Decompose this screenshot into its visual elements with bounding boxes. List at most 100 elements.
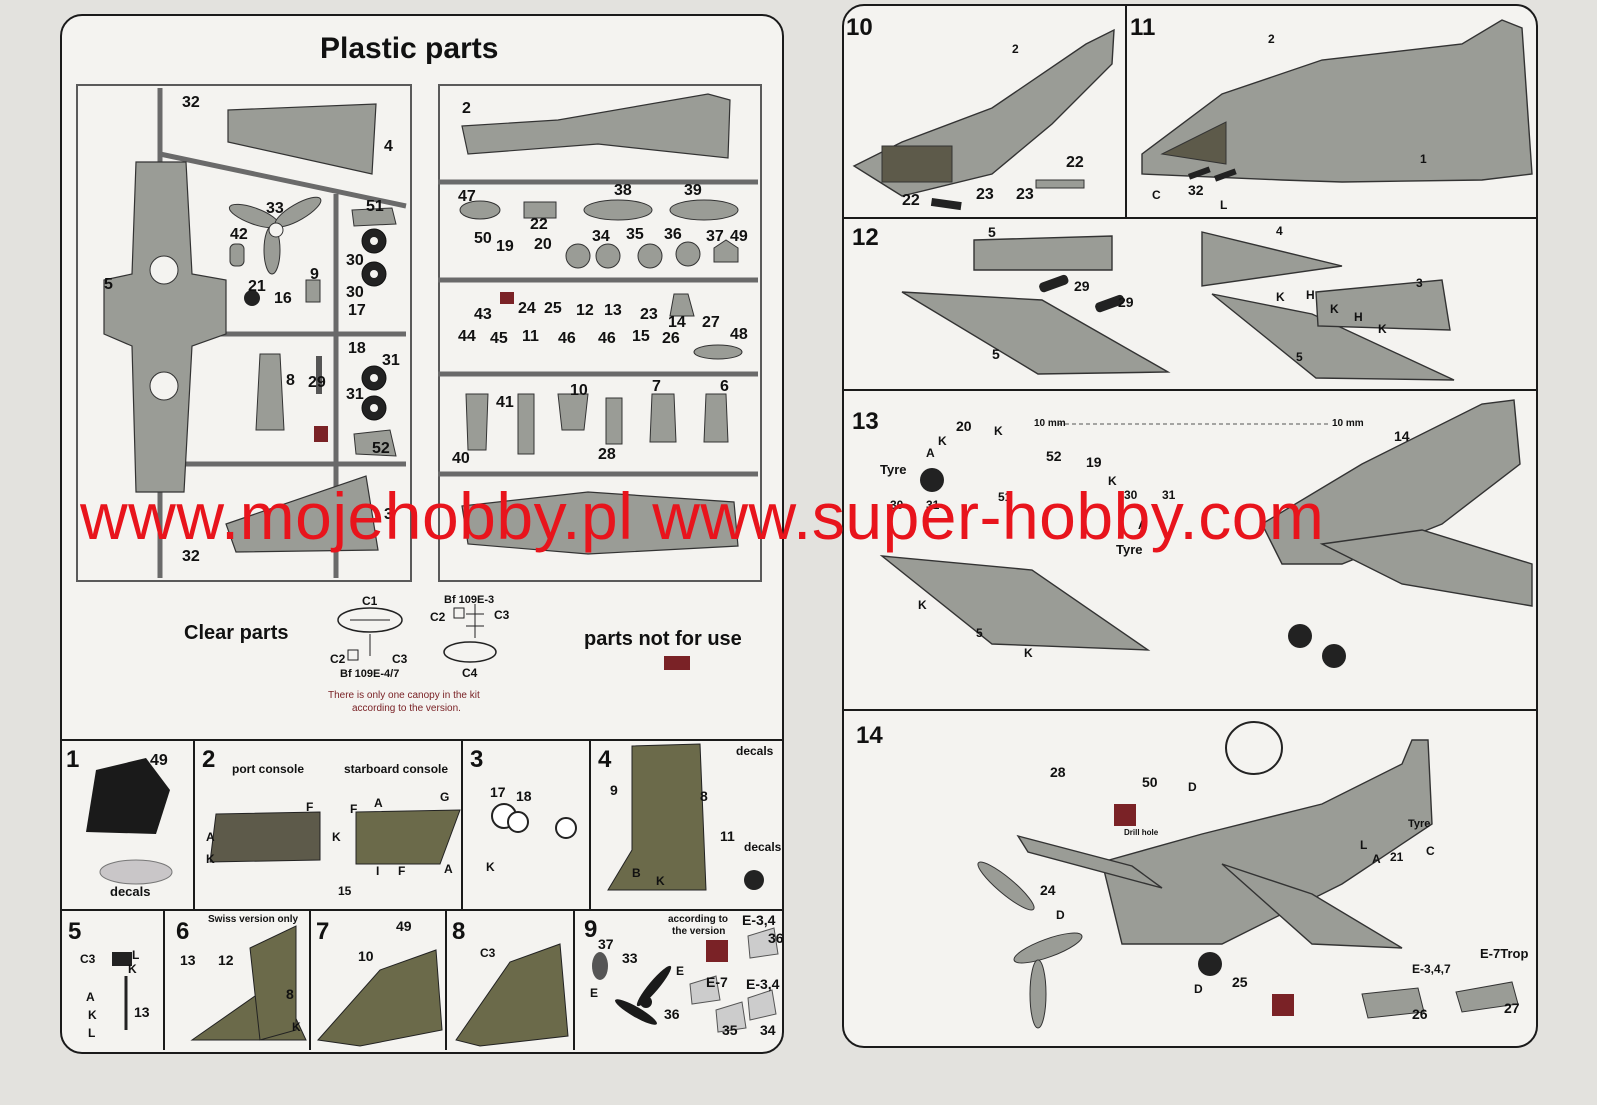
part-label: 24 [518,300,536,317]
step-label: 11 [720,828,735,844]
step-label: F [306,800,314,814]
step-label: 5 [1296,350,1303,364]
step-label: E-3,4 [742,912,776,928]
step-label: L [1220,198,1228,212]
step-label: 29 [1074,278,1090,294]
step-label: E-7 [706,974,728,990]
step-label: 28 [1050,764,1066,780]
part-label: 7 [652,378,661,395]
step-label: K [486,860,495,874]
step-label: H [1354,310,1363,324]
step-number: 2 [202,746,216,773]
step-label: F [350,802,358,816]
step-label: F [398,864,406,878]
step-number: 13 [852,408,879,435]
step-label: C [1152,188,1161,202]
step-label: 5 [988,224,996,240]
step-label: C [1426,844,1435,858]
step-label: 36 [664,1006,680,1022]
step-label: 34 [760,1022,776,1038]
step-label: L [88,1026,96,1040]
step-number: 7 [316,918,330,945]
step-label: 19 [1086,454,1102,470]
step-label: 17 [490,784,506,800]
part-label: 8 [286,372,295,389]
part-label: 3 [384,506,393,523]
step-label: E [676,964,685,978]
step-label: A [86,990,95,1004]
not-for-use-swatch [664,656,690,670]
part-label: 40 [452,450,470,467]
step-label: 21 [1390,850,1404,864]
part-label: 47 [458,188,476,205]
step-label: 8 [700,788,708,804]
part-label: 51 [366,198,384,215]
step-label: 22 [902,192,920,209]
part-label: 22 [530,216,548,233]
right-step-grid [842,4,1536,1029]
step-label: E-7Trop [1480,946,1529,961]
part-label: 17 [348,302,366,319]
step-number: 12 [852,224,879,251]
step-number: 11 [1130,14,1156,41]
step-number: 3 [470,746,484,773]
left-step-grid [60,739,784,1050]
step-label: 10 [358,948,374,964]
clear-part-label: C1 [362,594,378,608]
step-label: I [376,864,380,878]
step-label: 20 [956,418,972,434]
step-label: 35 [722,1022,738,1038]
step-number: 4 [598,746,612,773]
step-label: starboard console [344,762,449,776]
part-label: 29 [308,374,326,391]
step-number: 5 [68,918,82,945]
watermark: www.mojehobby.pl www.super-hobby.com [80,479,1325,553]
part-label: 31 [346,386,364,403]
part-label: 19 [496,238,514,255]
step-number: 10 [846,14,873,41]
step-number: 9 [584,916,598,943]
part-label: 18 [348,340,366,357]
step-label: A [926,446,935,460]
step-label: 32 [1188,182,1204,198]
step-label: A [374,796,383,810]
step-label: 10 mm [1332,418,1364,429]
part-label: 35 [626,226,644,243]
part-label: 46 [558,330,576,347]
step-number: 6 [176,918,190,945]
part-label: 36 [664,226,682,243]
step-label: L [132,948,140,962]
step-label: 26 [1412,1006,1428,1022]
step-label: E-3,4 [746,976,780,992]
step-label: 18 [516,788,532,804]
step-label: 2 [1012,42,1019,56]
step-label: 8 [286,986,294,1002]
part-label: 43 [474,306,492,323]
part-label: 21 [248,278,266,295]
part-label: 33 [266,200,284,217]
part-label: 52 [372,440,390,457]
step-label: H [1306,288,1315,302]
part-label: 4 [384,138,393,155]
part-label: 32 [182,548,200,565]
part-label: 48 [730,326,748,343]
part-label: 9 [310,266,319,283]
step-label: 30 [890,498,904,512]
sprue-frame-b-parts [438,93,758,555]
step-label: K [938,434,947,448]
part-label: 11 [522,328,539,345]
step-label: 49 [396,918,412,934]
part-label: 31 [382,352,400,369]
step-label: A [206,830,215,844]
step-label: according to [668,914,729,925]
step-label: K [918,598,927,612]
part-label: 14 [668,314,686,331]
part-label: 37 [706,228,724,245]
step-label: Tyre [1408,818,1431,830]
step-label: G [440,790,450,804]
step-label: A [1138,518,1147,532]
clear-part-label: C2 [430,610,446,624]
step-label: K [88,1008,97,1022]
part-label: 38 [614,182,632,199]
canopy-note-line1: There is only one canopy in the kit [328,690,480,701]
